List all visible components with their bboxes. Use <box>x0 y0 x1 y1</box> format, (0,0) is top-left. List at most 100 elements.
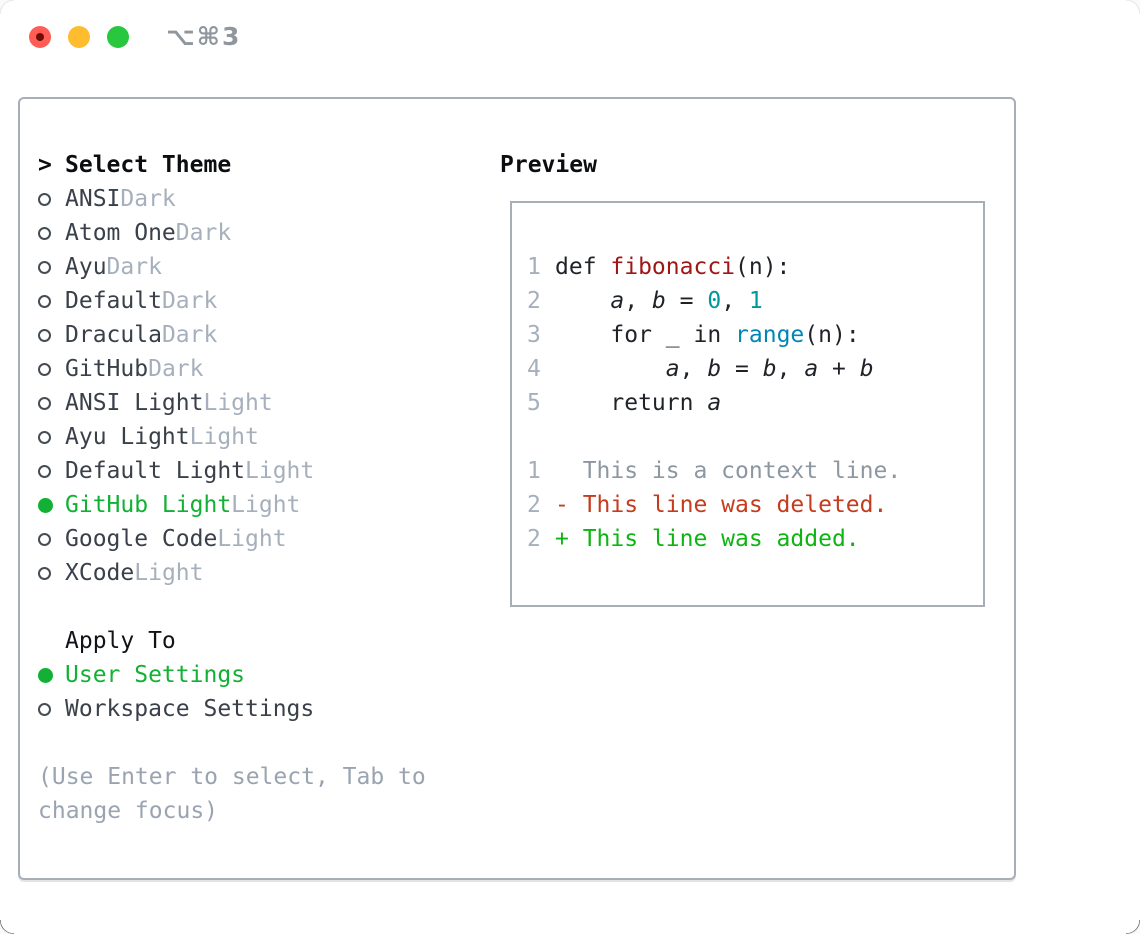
line-number: 2 <box>527 288 541 314</box>
zoom-button[interactable] <box>107 26 129 48</box>
radio-icon <box>38 396 51 410</box>
theme-variant-label: Dark <box>106 254 162 280</box>
preview-pane <box>510 201 985 607</box>
code-token-pl: (n): <box>804 322 860 348</box>
spacer-row <box>38 726 478 760</box>
code-token-var: a <box>707 390 722 416</box>
theme-variant-label: Light <box>217 526 287 552</box>
close-button[interactable] <box>29 26 51 48</box>
code-content: - This line was deleted. <box>555 492 887 518</box>
apply-option-workspace-settings[interactable]: Workspace Settings <box>38 692 478 726</box>
radio-slot <box>38 192 65 206</box>
theme-option-github[interactable]: GitHub Dark <box>38 352 478 386</box>
window-corner <box>1126 0 1140 14</box>
code-token-pl <box>555 390 610 416</box>
help-text: (Use Enter to select, Tab to change focus… <box>38 760 478 828</box>
code-token-pl: , <box>679 356 708 382</box>
line-number: 1 <box>527 254 541 280</box>
code-token-fn: fibonacci <box>610 254 736 280</box>
theme-option-default-light[interactable]: Default Light Light <box>38 454 478 488</box>
select-theme-title: Select Theme <box>65 152 232 178</box>
theme-option-ansi[interactable]: ANSI Dark <box>38 182 478 216</box>
help-text-content: change focus) <box>38 798 219 824</box>
theme-option-dracula[interactable]: Dracula Dark <box>38 318 478 352</box>
theme-option-github-light[interactable]: GitHub Light Light <box>38 488 478 522</box>
theme-variant-label: Dark <box>175 220 232 246</box>
theme-option-default[interactable]: Default Dark <box>38 284 478 318</box>
code-token-pl <box>721 322 735 348</box>
code-line: 5 return a <box>527 386 901 420</box>
line-number: 2 <box>527 492 541 518</box>
window-title: ⌥⌘3 <box>166 22 242 51</box>
code-content: This is a context line. <box>555 458 902 484</box>
code-token-bi: range <box>735 322 805 348</box>
code-content: a, b = b, a + b <box>555 356 874 382</box>
select-theme-header-row: > Select Theme <box>38 148 478 182</box>
theme-option-xcode[interactable]: XCode Light <box>38 556 478 590</box>
code-line: 1 def fibonacci(n): <box>527 250 901 284</box>
theme-variant-label: Dark <box>161 288 218 314</box>
minimize-button[interactable] <box>68 26 90 48</box>
radio-icon <box>38 362 51 376</box>
code-token-pl: , <box>624 288 652 314</box>
theme-name: ANSI <box>65 186 121 212</box>
theme-name: Ayu <box>65 254 107 280</box>
code-token-pl: _ <box>651 322 694 348</box>
radio-icon <box>38 702 51 716</box>
radio-slot <box>38 430 65 444</box>
code-line: 2 a, b = 0, 1 <box>527 284 901 318</box>
code-token-var: a <box>804 356 819 382</box>
line-number: 1 <box>527 458 541 484</box>
theme-option-ansi-light[interactable]: ANSI Light Light <box>38 386 478 420</box>
radio-selected-icon <box>38 497 53 513</box>
radio-icon <box>38 566 51 580</box>
code-content: for _ in range(n): <box>555 322 860 348</box>
code-content: return a <box>555 390 721 416</box>
theme-variant-label: Light <box>231 492 301 518</box>
help-text-content: (Use Enter to select, Tab to <box>38 764 426 790</box>
theme-name: Default Light <box>65 458 246 484</box>
window-corner <box>0 920 14 934</box>
code-token-pl <box>555 322 610 348</box>
radio-slot <box>38 294 65 308</box>
theme-option-google-code[interactable]: Google Code Light <box>38 522 478 556</box>
theme-option-atom-one[interactable]: Atom One Dark <box>38 216 478 250</box>
code-line: 4 a, b = b, a + b <box>527 352 901 386</box>
code-token-pl: , <box>721 288 749 314</box>
code-token-pl <box>555 288 610 314</box>
code-token-del: - This line was deleted. <box>555 492 888 518</box>
spacer-row <box>38 590 478 624</box>
line-number: 2 <box>527 526 541 552</box>
radio-icon <box>38 192 51 206</box>
apply-option-user-settings[interactable]: User Settings <box>38 658 478 692</box>
radio-icon <box>38 226 51 240</box>
code-token-kw: return <box>610 390 694 416</box>
radio-slot <box>38 260 65 274</box>
radio-icon <box>38 532 51 546</box>
code-token-pl: (n): <box>735 254 791 280</box>
radio-icon <box>38 464 51 478</box>
theme-option-ayu[interactable]: Ayu Dark <box>38 250 478 284</box>
line-number: 5 <box>527 390 541 416</box>
radio-selected-icon <box>38 667 53 683</box>
apply-to-title: Apply To <box>65 628 176 654</box>
code-token-var: b <box>651 288 666 314</box>
code-token-kw: in <box>693 322 722 348</box>
code-token-kw: def <box>555 254 611 280</box>
theme-name: Atom One <box>65 220 176 246</box>
radio-slot <box>38 396 65 410</box>
close-dot-icon <box>36 33 44 41</box>
code-line: 1 This is a context line. <box>527 454 901 488</box>
code-line: 2+ This line was added. <box>527 522 901 556</box>
help-text-line: change focus) <box>38 794 478 828</box>
theme-option-ayu-light[interactable]: Ayu Light Light <box>38 420 478 454</box>
theme-name: XCode <box>65 560 135 586</box>
titlebar <box>29 26 129 48</box>
window-corner <box>0 0 14 14</box>
code-token-var: a <box>610 288 625 314</box>
code-token-pl: = <box>665 288 708 314</box>
